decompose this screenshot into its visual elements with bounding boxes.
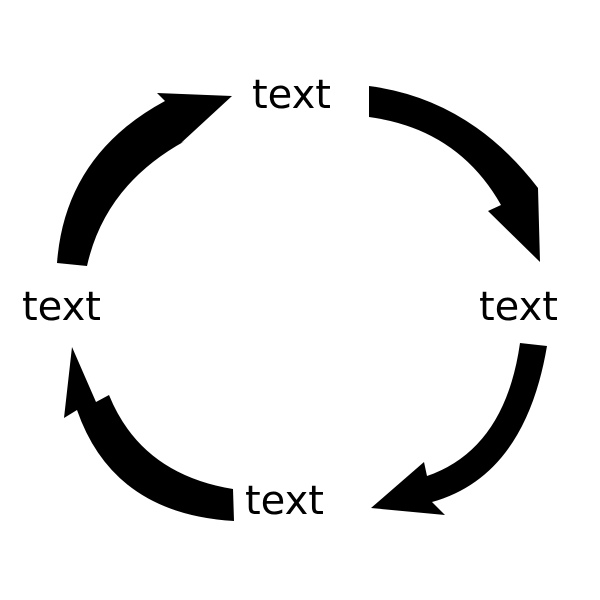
arrow-right-to-bottom xyxy=(371,343,547,515)
arrow-top-to-right xyxy=(369,86,540,262)
arrow-bottom-to-left xyxy=(64,347,234,521)
node-label-top: text xyxy=(252,72,331,118)
node-label-bottom: text xyxy=(245,478,324,524)
node-label-right: text xyxy=(479,284,558,330)
node-label-left: text xyxy=(22,284,101,330)
arrow-left-to-top xyxy=(57,93,232,266)
